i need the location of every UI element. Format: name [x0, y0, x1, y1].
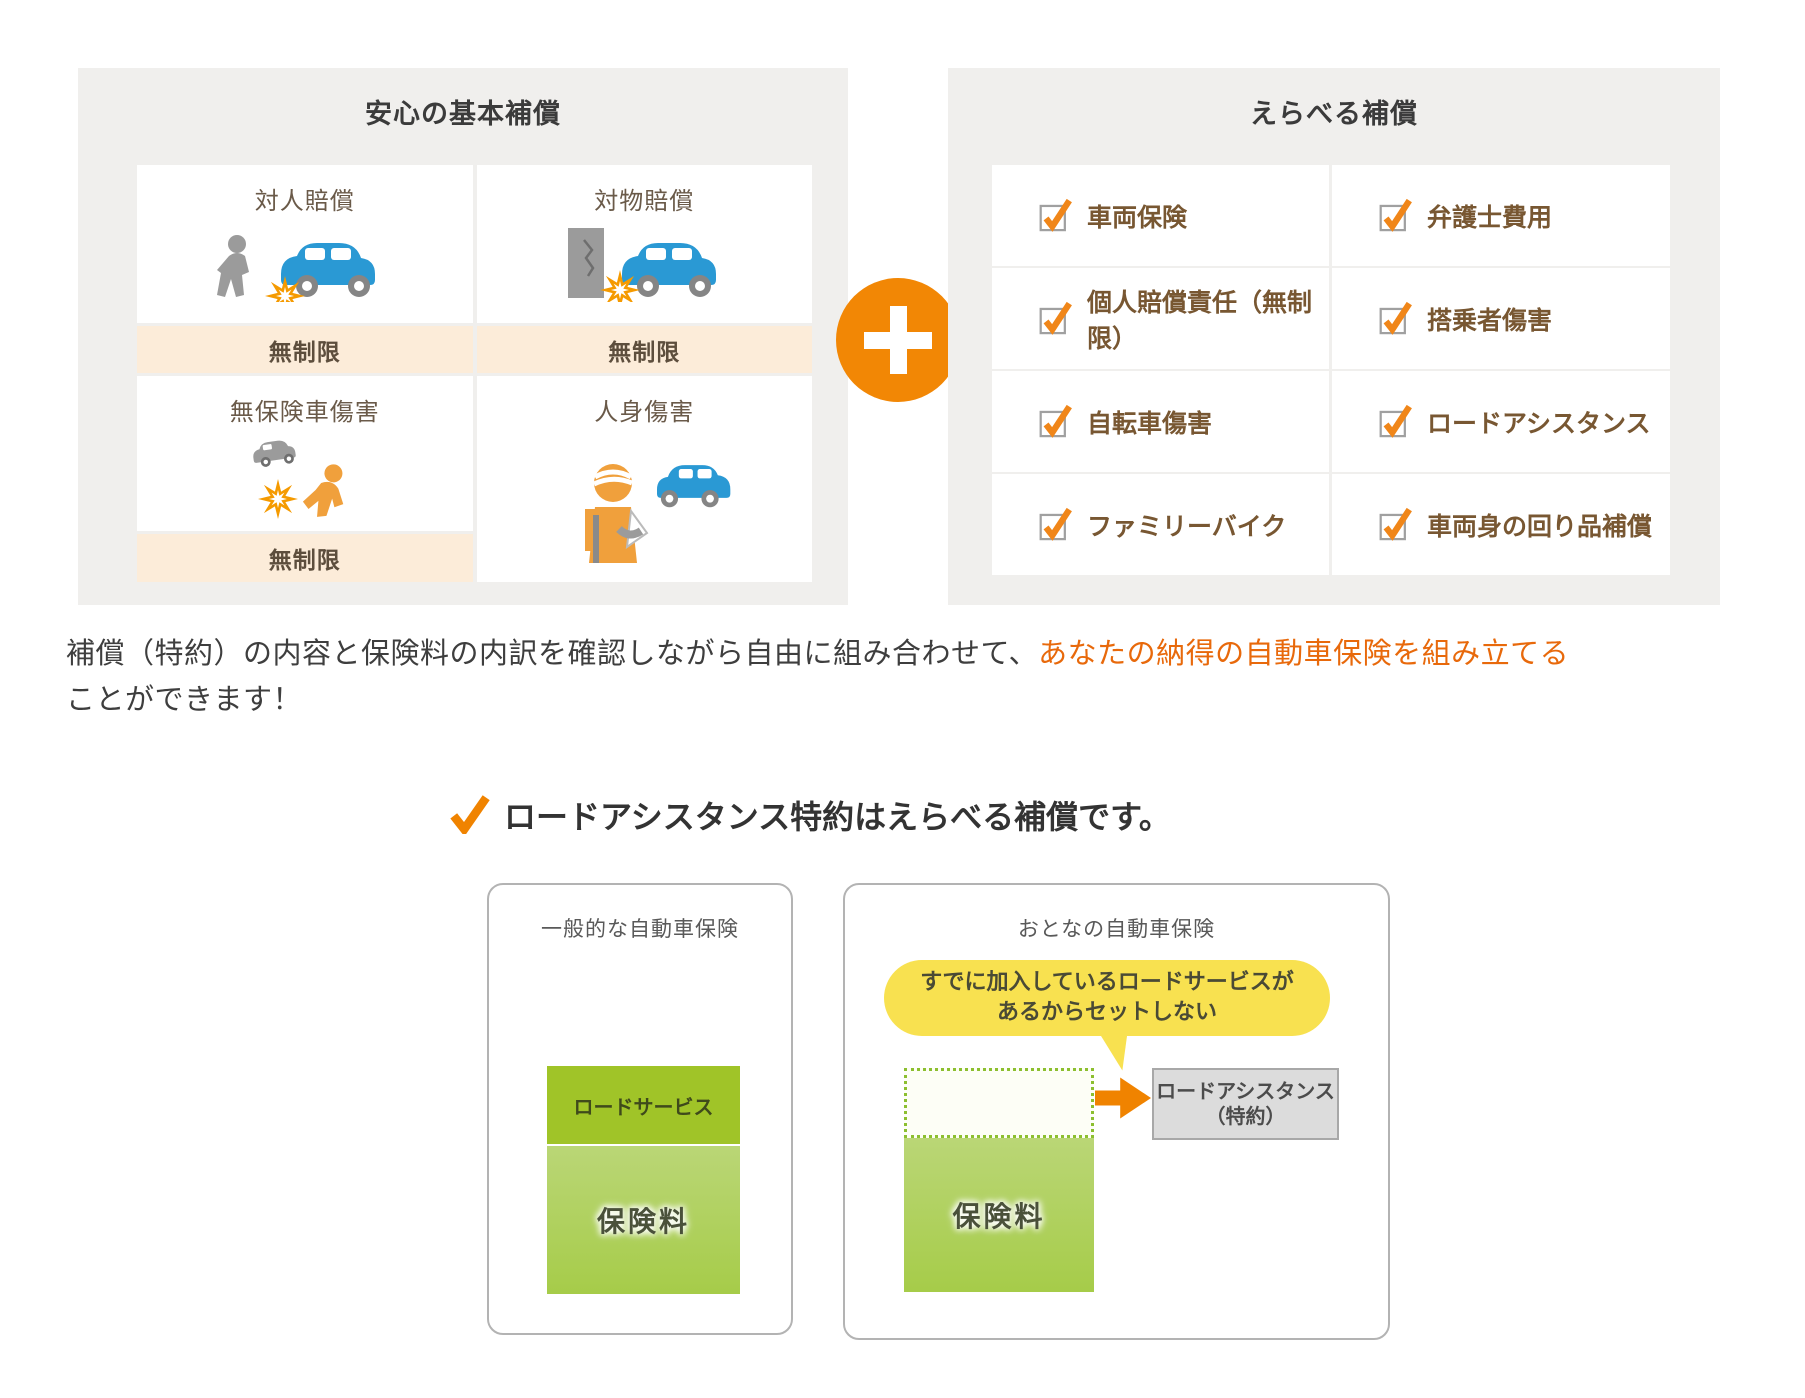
- speech-bubble-line1: すでに加入しているロードサービスが: [920, 970, 1294, 995]
- optional-coverage-label: 車両身の回り品補償: [1427, 511, 1653, 541]
- optional-item-road-assistance: ロードアシスタンス: [1332, 371, 1670, 472]
- basic-item-taijin: 対人賠償: [137, 165, 473, 323]
- optional-coverage-label: 搭乗者傷害: [1427, 305, 1553, 335]
- checkbox-checked-icon: [1038, 195, 1072, 237]
- optional-coverage-label: ファミリーバイク: [1087, 511, 1287, 541]
- description-trailing-text: ことができます！: [66, 682, 303, 716]
- general-card-title: 一般的な自動車保険: [541, 917, 739, 941]
- optional-item-belongings: 車両身の回り品補償: [1332, 474, 1670, 575]
- basic-item-label: 無保険車傷害: [229, 398, 380, 426]
- checkbox-checked-icon: [1038, 401, 1072, 443]
- otona-insurance-card: おとなの自動車保険 すでに加入しているロードサービスが あるからセットしない 保…: [843, 883, 1390, 1340]
- option-box-line1: ロードアシスタンス: [1156, 1079, 1335, 1103]
- basic-item-label: 対物賠償: [594, 187, 695, 215]
- road-service-box: ロードサービス: [547, 1066, 740, 1144]
- optional-coverage-label: 弁護士費用: [1427, 202, 1553, 232]
- option-box-line2: （特約）: [1205, 1104, 1286, 1128]
- otona-card-title: おとなの自動車保険: [1017, 917, 1216, 941]
- basic-grid-column-left: 対人賠償: [137, 165, 473, 582]
- injured-person-car-icon: [549, 437, 739, 567]
- uninsured-car-accident-icon: [230, 437, 380, 527]
- person-car-crash-icon: [215, 226, 395, 316]
- coverage-limit-badge: 無制限: [137, 326, 473, 373]
- basic-panel-title: 安心の基本補償: [365, 99, 561, 130]
- optional-coverage-panel: えらべる補償 車両保険 弁護士費用 個人賠償責任（無制限） 搭乗者傷害 自転車傷…: [948, 68, 1720, 605]
- right-arrow-icon: [1095, 1075, 1151, 1125]
- speech-bubble-line2: あるからセットしない: [996, 1000, 1217, 1025]
- basic-item-label: 対人賠償: [254, 187, 355, 215]
- optional-item-family-bike: ファミリーバイク: [992, 474, 1329, 575]
- unselected-option-dotted-box: [904, 1068, 1094, 1138]
- optional-coverage-label: 個人賠償責任（無制限）: [1087, 287, 1313, 353]
- checkbox-checked-icon: [1378, 504, 1412, 546]
- optional-coverage-label: 車両保険: [1087, 202, 1188, 232]
- basic-item-label: 人身傷害: [594, 398, 695, 426]
- basic-item-taibutsu: 対物賠償: [476, 165, 812, 323]
- check-mark-icon: [448, 792, 490, 838]
- optional-coverage-grid: 車両保険 弁護士費用 個人賠償責任（無制限） 搭乗者傷害 自転車傷害 ロードアシ…: [992, 165, 1670, 575]
- optional-coverage-label: 自転車傷害: [1087, 408, 1213, 438]
- road-assistance-option-box: ロードアシスタンス （特約）: [1152, 1068, 1339, 1140]
- description-normal-text: 補償（特約）の内容と保険料の内訳を確認しながら自由に組み合わせて、: [66, 636, 1039, 670]
- description-highlight-text: あなたの納得の自動車保険を組み立てる: [1038, 636, 1570, 670]
- note-heading-text: ロードアシスタンス特約はえらべる補償です。: [504, 798, 1171, 836]
- basic-grid-column-right: 対物賠償: [476, 165, 812, 582]
- coverage-limit-badge: 無制限: [476, 326, 812, 373]
- coverage-limit-badge: 無制限: [137, 534, 473, 582]
- basic-item-jinshin: 人身傷害: [476, 376, 812, 582]
- plus-icon: [836, 278, 960, 402]
- checkbox-checked-icon: [1378, 401, 1412, 443]
- basic-item-muhoken: 無保険車傷害: [137, 376, 473, 531]
- speech-bubble: すでに加入しているロードサービスが あるからセットしない: [884, 960, 1330, 1036]
- optional-coverage-label: ロードアシスタンス: [1427, 408, 1651, 438]
- premium-box-general: 保険料: [547, 1146, 740, 1294]
- optional-item-jitensha: 自転車傷害: [992, 371, 1329, 472]
- checkbox-checked-icon: [1038, 504, 1072, 546]
- optional-panel-title: えらべる補償: [1250, 99, 1418, 130]
- checkbox-checked-icon: [1378, 298, 1412, 340]
- road-assistance-note-heading: ロードアシスタンス特約はえらべる補償です。: [448, 792, 1171, 838]
- basic-coverage-grid: 対人賠償: [137, 165, 812, 582]
- basic-coverage-panel: 安心の基本補償 対人賠償: [78, 68, 848, 605]
- checkbox-checked-icon: [1378, 195, 1412, 237]
- optional-item-kojin-baisho: 個人賠償責任（無制限）: [992, 268, 1329, 369]
- description-text: 補償（特約）の内容と保険料の内訳を確認しながら自由に組み合わせて、あなたの納得の…: [66, 630, 1586, 722]
- optional-item-bengoshi: 弁護士費用: [1332, 165, 1670, 266]
- general-insurance-card: 一般的な自動車保険 ロードサービス 保険料: [487, 883, 793, 1335]
- wall-car-crash-icon: [554, 226, 734, 310]
- optional-item-tojosha: 搭乗者傷害: [1332, 268, 1670, 369]
- checkbox-checked-icon: [1038, 298, 1072, 340]
- optional-item-sharyo: 車両保険: [992, 165, 1329, 266]
- premium-box-otona: 保険料: [904, 1138, 1094, 1292]
